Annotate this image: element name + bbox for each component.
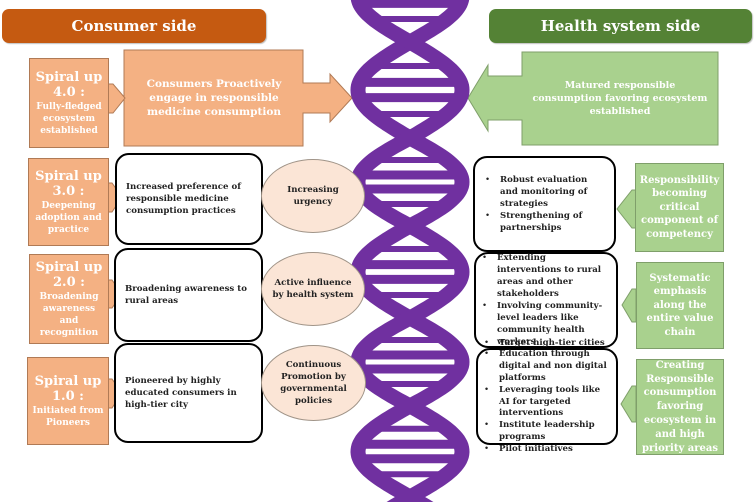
consumer-stage-box-2: Broadening awareness to rural areas — [114, 248, 263, 342]
driver-text: Active influence by health system — [272, 278, 354, 300]
spiral-subtitle: Deepening adoption and practice — [35, 200, 102, 235]
spiral-box-1: Spiral up 1.0 : Initiated from Pioneers — [27, 357, 109, 445]
consumer-stage-box-1: Pioneered by highly educated consumers i… — [114, 343, 263, 443]
action-item: Strengthening of partnerships — [485, 210, 608, 234]
health-action-box-1: Target high-tier cities Education throug… — [476, 338, 618, 455]
goal-1-connector — [616, 189, 637, 229]
health-goal-box-1: Creating Responsible consumption favorin… — [636, 359, 724, 455]
spiral-version: 4.0 : — [53, 84, 85, 100]
dna-strand-b — [350, 0, 470, 502]
consumer-side-header: Consumer side — [2, 9, 266, 43]
health-top-arrow — [467, 51, 719, 146]
goal-connectors — [616, 189, 637, 423]
spiral-box-2: Spiral up 2.0 : Broadening awareness and… — [29, 254, 109, 344]
action-list: Extending interventions to rural areas a… — [478, 252, 610, 348]
goal-2-connector — [621, 288, 637, 323]
spiral-subtitle: Fully-fledged ecosystem established — [36, 101, 102, 136]
spiral-title: Spiral up — [35, 259, 103, 275]
health-goal-box-2: Systematic emphasis along the entire val… — [636, 262, 724, 349]
stage-text: Broadening awareness to rural areas — [125, 284, 247, 306]
driver-ellipse-government: Continuous Promotion by governmental pol… — [261, 345, 366, 421]
action-item: Education through digital and non digita… — [484, 349, 612, 384]
health-system-side-header: Health system side — [489, 9, 752, 43]
goal-text: Responsibility becoming critical compone… — [639, 174, 720, 240]
spiral-box-4: Spiral up 4.0 : Fully-fledged ecosystem … — [29, 58, 109, 148]
health-top-box: Matured responsible consumption favoring… — [532, 80, 708, 117]
consumer-top-box: Consumers Proactively engage in responsi… — [146, 78, 282, 118]
action-item: Pilot initiatives — [484, 444, 612, 456]
goal-text: Creating Responsible consumption favorin… — [642, 359, 718, 454]
driver-ellipse-urgency: Increasing urgency — [261, 159, 365, 233]
health-action-box-2: Extending interventions to rural areas a… — [474, 252, 618, 348]
action-item: Extending interventions to rural areas a… — [482, 252, 610, 300]
action-item: Leveraging tools like AI for targeted in… — [484, 385, 612, 420]
stage-text: Increased preference of responsible medi… — [126, 182, 241, 216]
driver-text: Increasing urgency — [287, 185, 339, 207]
action-list: Robust evaluation and monitoring of stra… — [481, 174, 608, 234]
action-item: Institute leadership programs — [484, 420, 612, 444]
dna-helix — [350, 0, 470, 502]
spiral-subtitle: Broadening awareness and recognition — [39, 291, 99, 338]
action-item: Target high-tier cities — [484, 338, 612, 350]
goal-3-connector — [620, 385, 637, 423]
driver-ellipse-health-system: Active influence by health system — [261, 252, 365, 326]
consumer-stage-box-3: Increased preference of responsible medi… — [115, 153, 263, 245]
spiral-title: Spiral up — [34, 373, 102, 389]
health-goal-box-3: Responsibility becoming critical compone… — [635, 163, 724, 252]
spiral-version: 2.0 : — [53, 274, 85, 290]
driver-text: Continuous Promotion by governmental pol… — [280, 360, 347, 406]
consumer-top-arrow — [123, 49, 353, 147]
spiral-version: 1.0 : — [52, 388, 84, 404]
spiral-title: Spiral up — [35, 69, 103, 85]
health-action-box-3: Robust evaluation and monitoring of stra… — [473, 156, 616, 252]
action-item: Robust evaluation and monitoring of stra… — [485, 174, 608, 210]
spiral-subtitle: Initiated from Pioneers — [32, 405, 104, 428]
spiral-box-3: Spiral up 3.0 : Deepening adoption and p… — [28, 158, 109, 246]
goal-text: Systematic emphasis along the entire val… — [646, 272, 714, 338]
stage-text: Pioneered by highly educated consumers i… — [125, 376, 237, 410]
spiral-title: Spiral up — [35, 168, 102, 184]
action-list: Target high-tier cities Education throug… — [480, 338, 612, 456]
spiral-4-connector — [107, 83, 126, 114]
spiral-version: 3.0 : — [52, 183, 85, 199]
dna-strand-a — [350, 0, 470, 502]
